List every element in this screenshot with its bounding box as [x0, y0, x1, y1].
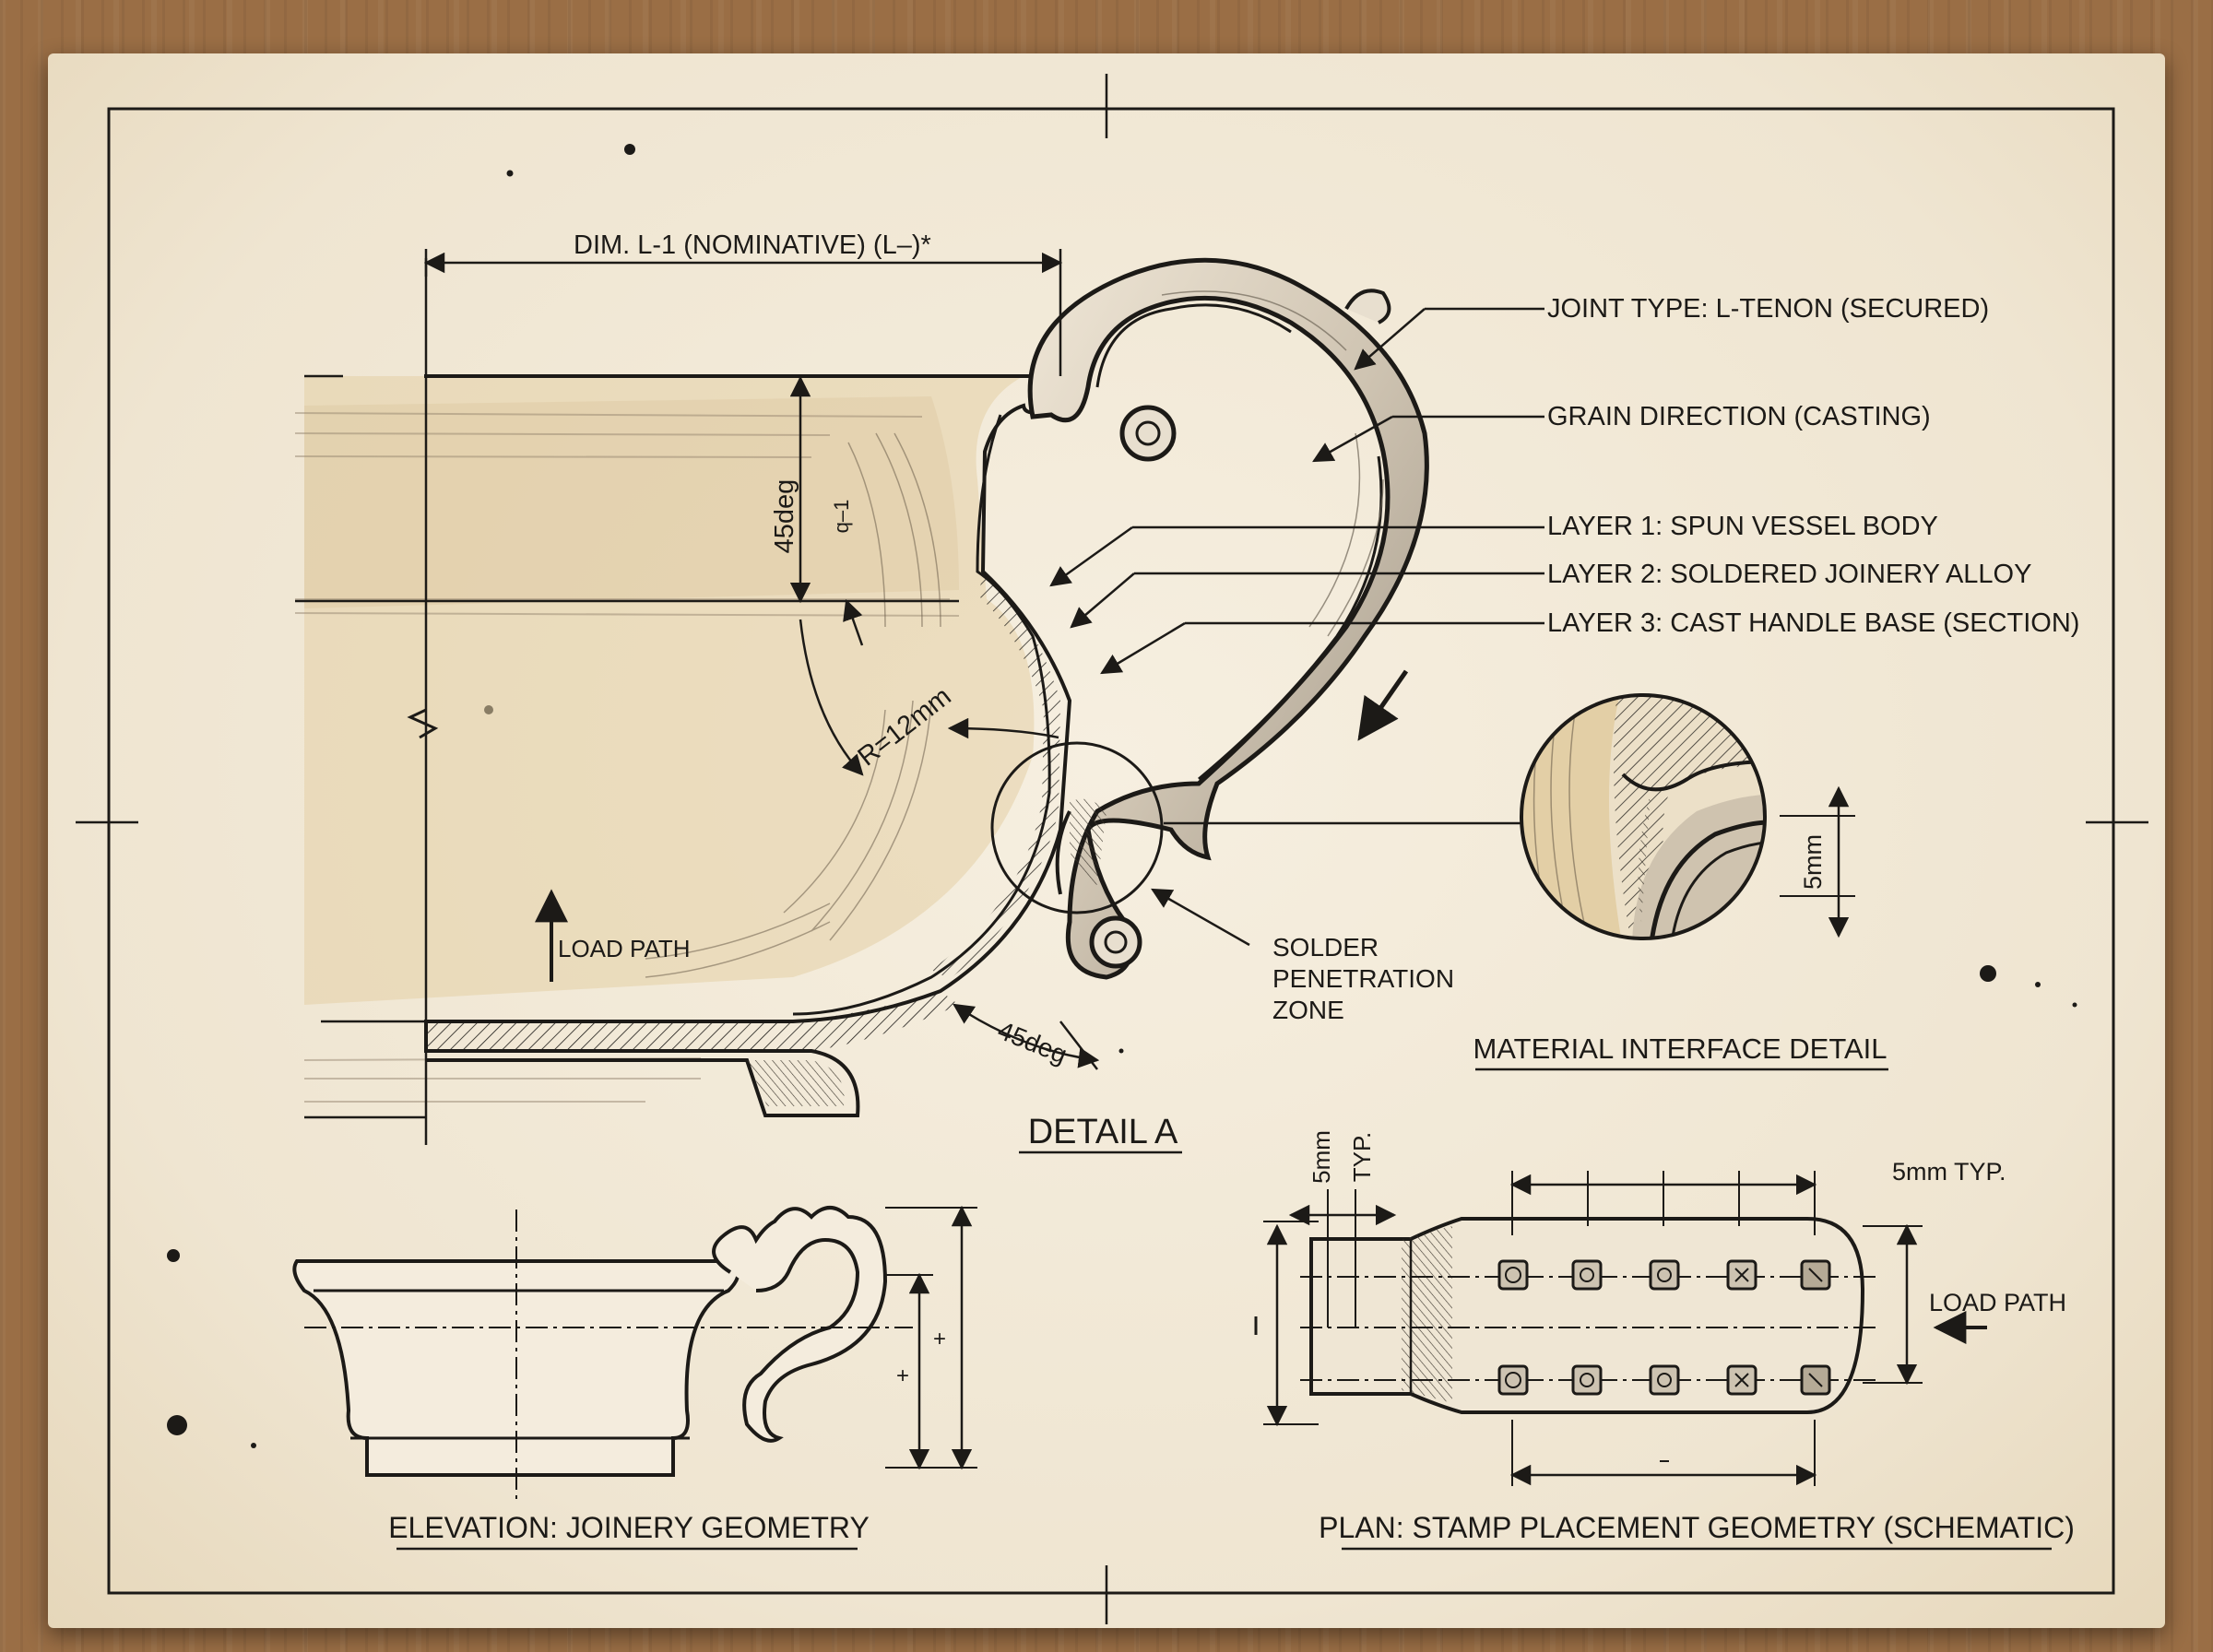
handle-illustration	[1027, 257, 1429, 980]
plan-dim-typ: TYP.	[1348, 1132, 1376, 1182]
ink-spots	[167, 144, 2077, 1448]
callout-layer-2: LAYER 2: SOLDERED JOINERY ALLOY	[1547, 560, 2031, 589]
callout-joint-type: JOINT TYPE: L-TENON (SECURED)	[1547, 294, 1989, 324]
material-interface-title: MATERIAL INTERFACE DETAIL	[1473, 1032, 1887, 1065]
callout-layer-3: LAYER 3: CAST HANDLE BASE (SECTION)	[1547, 608, 2079, 638]
callout-leaders	[1049, 307, 1544, 947]
load-path-label: LOAD PATH	[558, 935, 691, 962]
detail-a-title: DETAIL A	[1028, 1113, 1178, 1151]
plan-load-path: LOAD PATH	[1929, 1289, 2066, 1316]
elevation-mark-1: +	[933, 1327, 946, 1351]
plan-title: PLAN: STAMP PLACEMENT GEOMETRY (SCHEMATI…	[1319, 1511, 2075, 1544]
detail-a-dimensions	[295, 249, 1100, 1070]
callout-solder-line1: SOLDER	[1272, 933, 1379, 962]
callout-grain-direction: GRAIN DIRECTION (CASTING)	[1547, 402, 1931, 431]
plan-dim-right: 5mm TYP.	[1892, 1158, 2006, 1186]
angle-vertical-label: 45deg	[770, 479, 799, 554]
elevation-title: ELEVATION: JOINERY GEOMETRY	[388, 1511, 870, 1544]
material-interface-detail	[1520, 693, 1855, 940]
small-mark-label: q–1	[830, 500, 853, 534]
elevation-view	[292, 1205, 977, 1504]
callout-solder-line3: ZONE	[1272, 996, 1344, 1024]
material-dim-label: 5mm	[1799, 834, 1827, 890]
plan-view	[1254, 1171, 1987, 1486]
bottom-angle-label: 45deg	[994, 1016, 1071, 1069]
elevation-mark-2: +	[896, 1363, 909, 1388]
callout-solder-line2: PENETRATION	[1272, 964, 1454, 993]
sheet-frame	[76, 74, 2148, 1624]
callout-layer-1: LAYER 1: SPUN VESSEL BODY	[1547, 512, 1938, 541]
dim-l1-label: DIM. L-1 (NOMINATIVE) (L–)*	[574, 230, 931, 260]
detail-callout-circle	[990, 741, 1164, 914]
plan-dim-5mm: 5mm	[1308, 1130, 1335, 1184]
stamp-marks	[1497, 1259, 1831, 1396]
